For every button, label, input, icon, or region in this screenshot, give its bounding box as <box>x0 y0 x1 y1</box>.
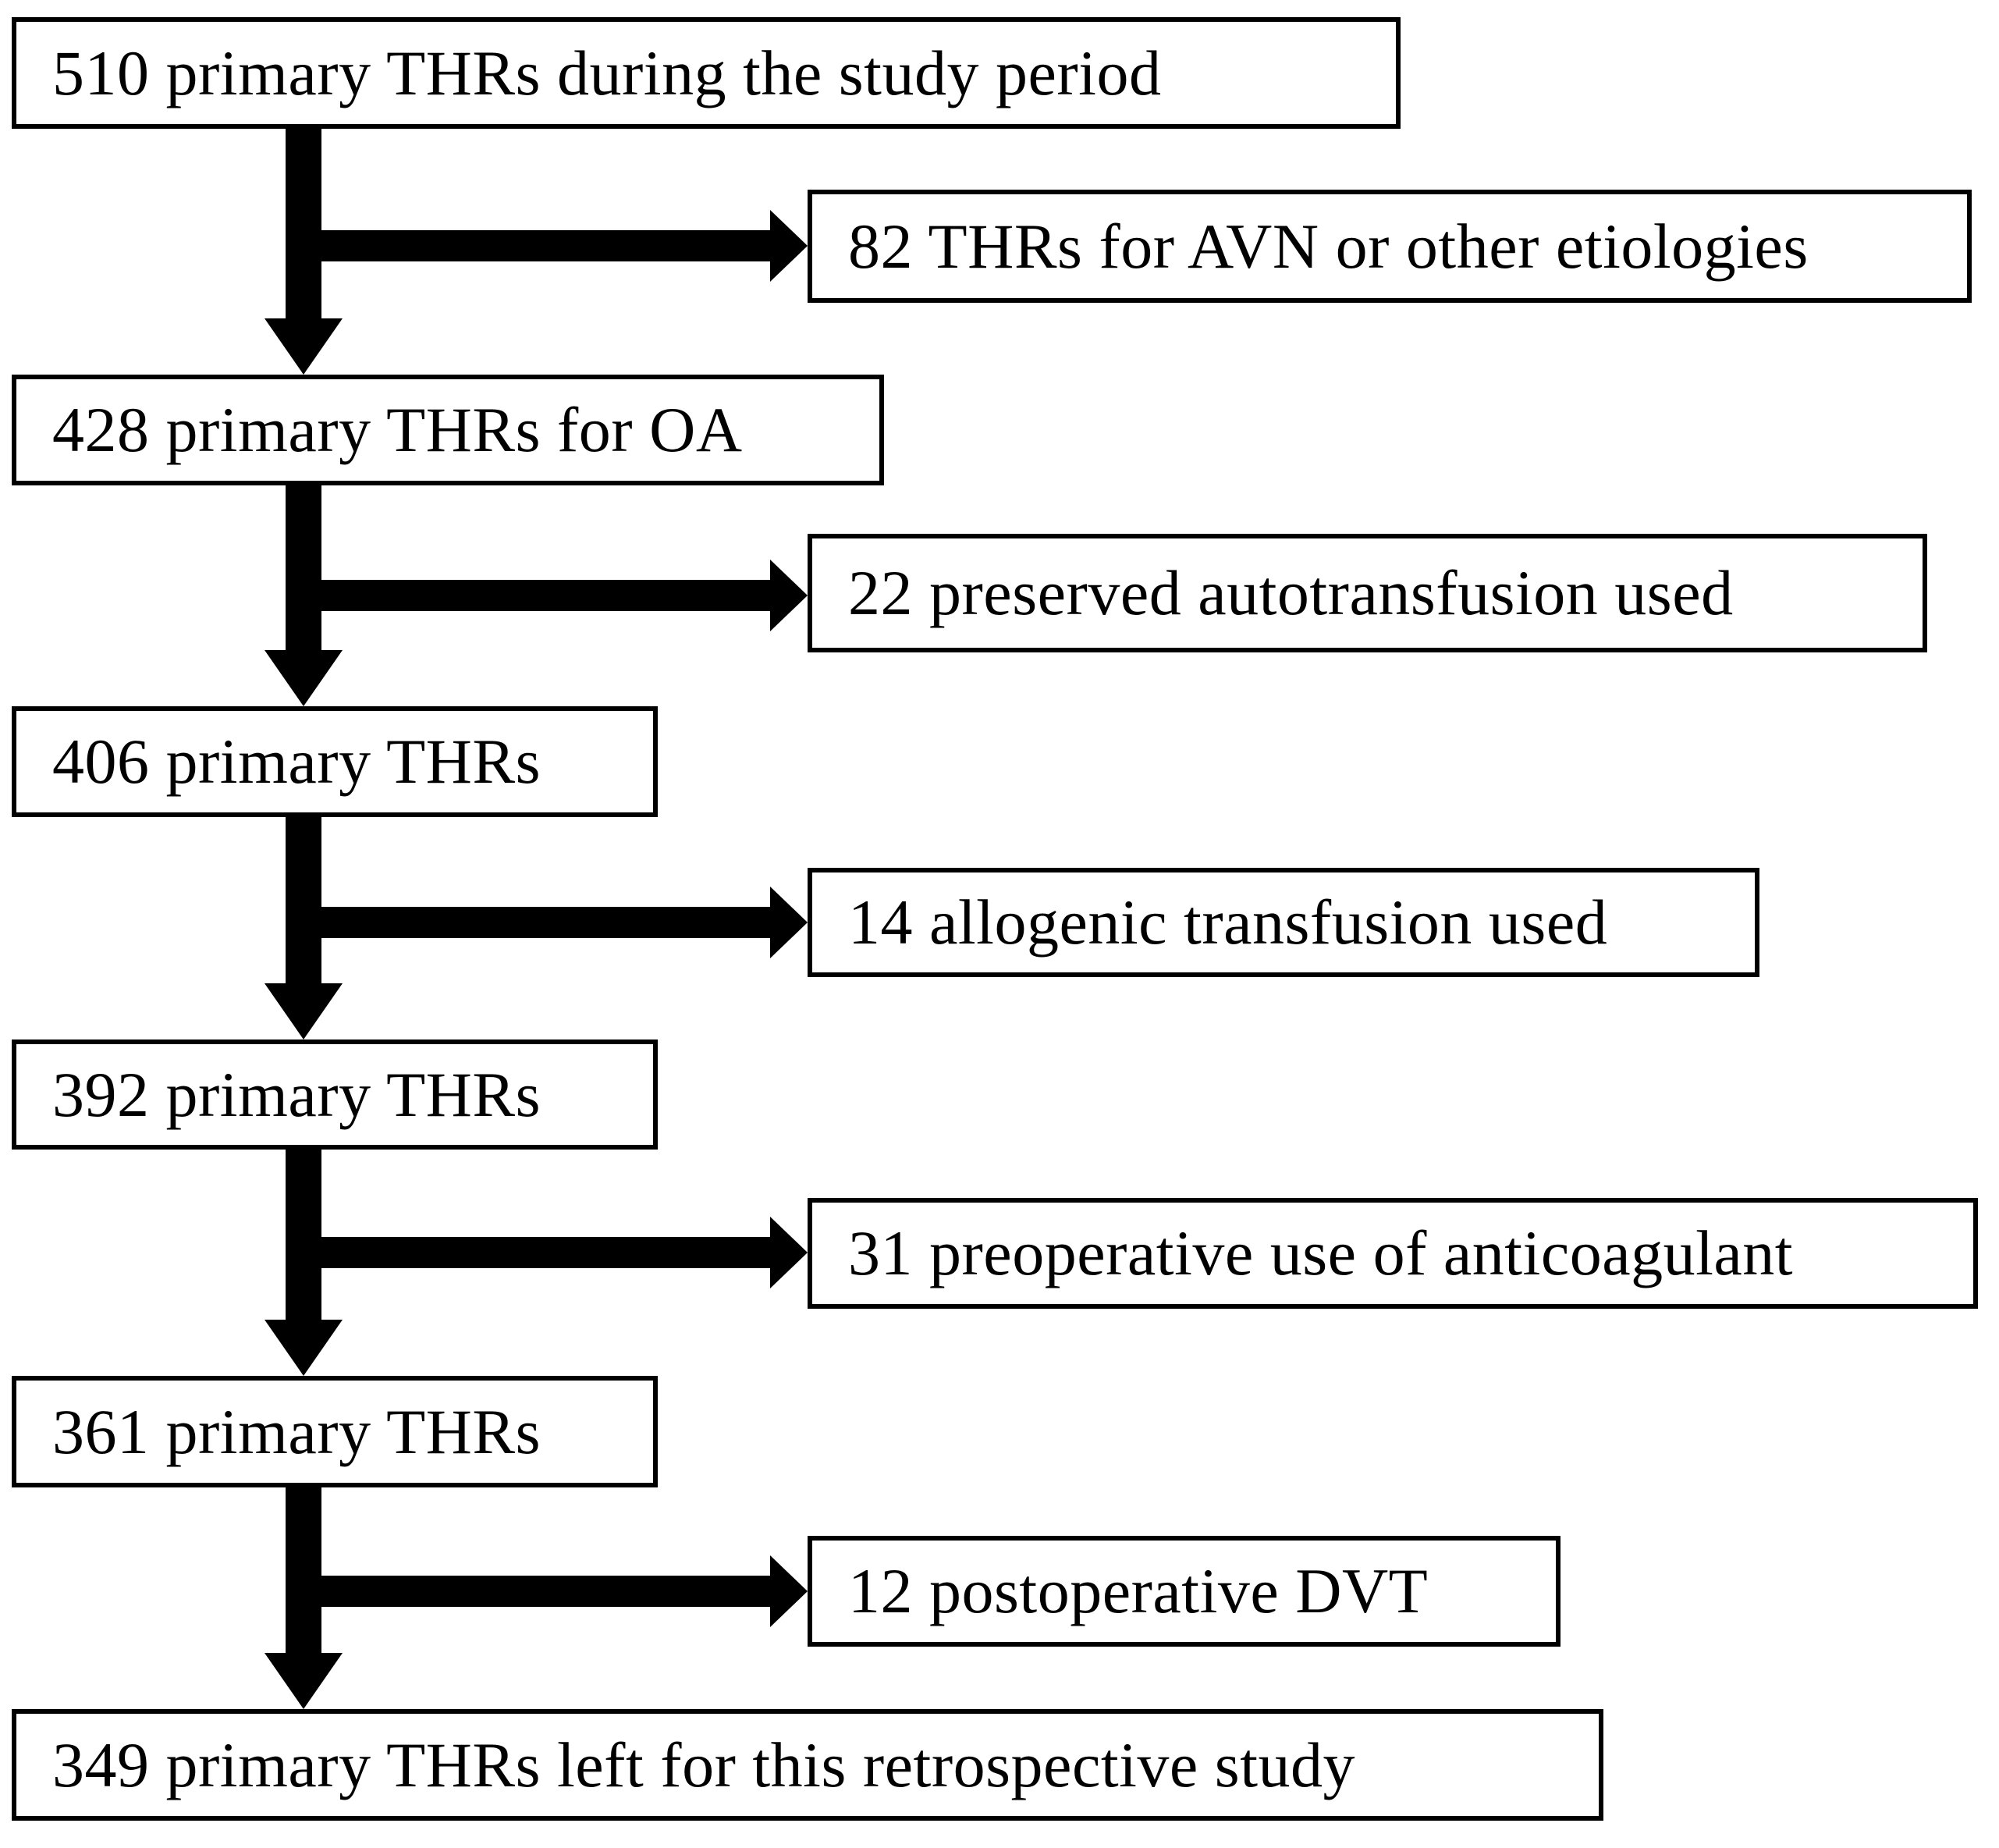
down-arrow-connector-5 <box>286 1486 321 1653</box>
flow-box-label: 510 primary THRs during the study period <box>52 37 1162 108</box>
flow-box-428-primary-thrs-oa: 428 primary THRs for OA <box>12 375 884 485</box>
flow-box-label: 428 primary THRs for OA <box>52 394 743 465</box>
flow-box-349-retrospective-study: 349 primary THRs left for this retrospec… <box>12 1709 1603 1821</box>
right-arrow-connector-4 <box>286 1237 770 1268</box>
down-arrow-head-icon <box>265 318 343 375</box>
exclusion-box-31-anticoagulant: 31 preoperative use of anticoagulant <box>808 1198 1978 1309</box>
down-arrow-head-icon <box>265 650 343 706</box>
down-arrow-head-icon <box>265 1653 343 1709</box>
flow-box-510-primary-thrs: 510 primary THRs during the study period <box>12 17 1401 129</box>
right-arrow-head-icon <box>770 560 808 631</box>
right-arrow-head-icon <box>770 887 808 958</box>
flow-box-label: 349 primary THRs left for this retrospec… <box>52 1729 1356 1800</box>
right-arrow-connector-3 <box>286 907 770 938</box>
exclusion-box-label: 14 allogenic transfusion used <box>848 887 1608 958</box>
exclusion-box-label: 12 postoperative DVT <box>848 1555 1429 1626</box>
exclusion-box-14-allogenic: 14 allogenic transfusion used <box>808 868 1759 977</box>
down-arrow-connector-4 <box>286 1148 321 1320</box>
exclusion-box-label: 31 preoperative use of anticoagulant <box>848 1217 1794 1288</box>
down-arrow-head-icon <box>265 1320 343 1376</box>
flow-box-406-primary-thrs: 406 primary THRs <box>12 706 658 817</box>
right-arrow-connector-2 <box>286 580 770 611</box>
exclusion-box-label: 22 preserved autotransfusion used <box>848 557 1734 628</box>
exclusion-box-label: 82 THRs for AVN or other etiologies <box>848 210 1809 282</box>
right-arrow-connector-5 <box>286 1576 770 1607</box>
exclusion-box-12-dvt: 12 postoperative DVT <box>808 1536 1560 1647</box>
right-arrow-head-icon <box>770 1555 808 1627</box>
right-arrow-connector-1 <box>286 230 770 261</box>
flow-box-label: 392 primary THRs <box>52 1058 541 1130</box>
flow-box-label: 406 primary THRs <box>52 726 541 797</box>
exclusion-box-22-autotransfusion: 22 preserved autotransfusion used <box>808 534 1927 652</box>
right-arrow-head-icon <box>770 210 808 282</box>
down-arrow-connector-3 <box>286 816 321 983</box>
right-arrow-head-icon <box>770 1217 808 1288</box>
flow-box-392-primary-thrs: 392 primary THRs <box>12 1040 658 1150</box>
down-arrow-head-icon <box>265 983 343 1040</box>
down-arrow-connector-2 <box>286 484 321 650</box>
flow-box-label: 361 primary THRs <box>52 1395 541 1467</box>
flow-box-361-primary-thrs: 361 primary THRs <box>12 1376 658 1487</box>
exclusion-box-82-avn: 82 THRs for AVN or other etiologies <box>808 190 1972 303</box>
down-arrow-connector-1 <box>286 127 321 318</box>
